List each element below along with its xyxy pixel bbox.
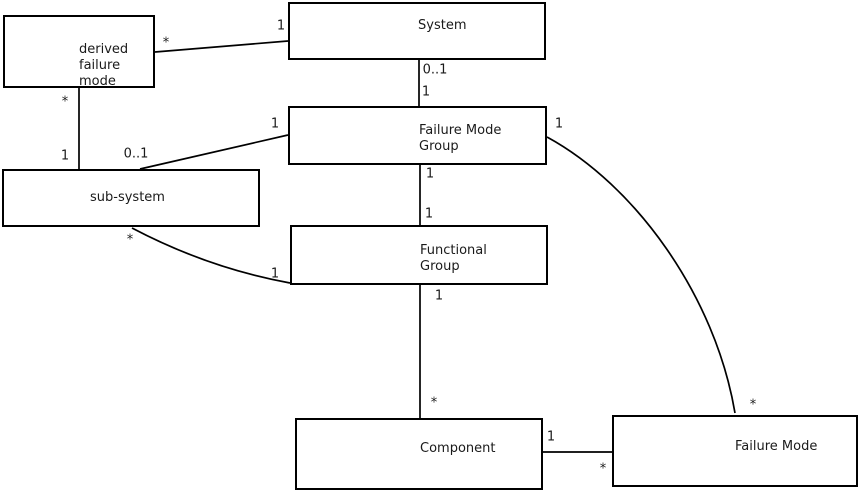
entity-sub-system: sub-system bbox=[2, 169, 260, 227]
entity-label-functional-group: Functional Group bbox=[420, 243, 487, 274]
multiplicity-fmg-fm-near-fmg: 1 bbox=[554, 116, 564, 132]
multiplicity-subsystem-fg-near-fg: 1 bbox=[270, 266, 280, 282]
multiplicity-component-fm-near-component: 1 bbox=[546, 429, 556, 445]
multiplicity-dfm-system-near-dfm: * bbox=[162, 35, 170, 51]
entity-label-system: System bbox=[418, 18, 467, 33]
entity-label-derived-failure-mode: derived failure mode bbox=[79, 42, 129, 89]
entity-label-component: Component bbox=[420, 441, 496, 456]
entity-label-failure-mode: Failure Mode bbox=[735, 439, 818, 454]
entity-system: System bbox=[288, 2, 546, 60]
multiplicity-system-fmg-near-system: 0..1 bbox=[422, 62, 448, 78]
entity-label-sub-system: sub-system bbox=[90, 190, 165, 205]
multiplicity-dfm-subsystem-near-subsystem: 1 bbox=[60, 148, 70, 164]
multiplicity-fmg-fm-near-fm: * bbox=[749, 397, 757, 413]
association-failure-mode-group-failure-mode bbox=[546, 136, 736, 414]
entity-functional-group: Functional Group bbox=[290, 225, 548, 285]
multiplicity-dfm-subsystem-near-dfm: * bbox=[61, 94, 69, 110]
association-sub-system-failure-mode-group bbox=[139, 134, 289, 170]
entity-failure-mode: Failure Mode bbox=[612, 415, 858, 487]
association-sub-system-functional-group bbox=[131, 227, 291, 284]
multiplicity-system-fmg-near-fmg: 1 bbox=[421, 84, 431, 100]
multiplicity-subsystem-fmg-near-fmg: 1 bbox=[270, 116, 280, 132]
entity-failure-mode-group: Failure Mode Group bbox=[288, 106, 547, 165]
multiplicity-fmg-fg-near-fmg: 1 bbox=[425, 166, 435, 182]
entity-component: Component bbox=[295, 418, 543, 490]
multiplicity-fg-component-near-component: * bbox=[430, 395, 438, 411]
multiplicity-fmg-fg-near-fg: 1 bbox=[424, 206, 434, 222]
association-derived-failure-mode-system bbox=[154, 40, 289, 53]
entity-derived-failure-mode: derived failure mode bbox=[3, 15, 155, 89]
multiplicity-dfm-system-near-system: 1 bbox=[276, 18, 286, 34]
entity-label-failure-mode-group: Failure Mode Group bbox=[419, 123, 502, 154]
multiplicity-component-fm-near-fm: * bbox=[599, 461, 607, 477]
multiplicity-subsystem-fmg-near-subsystem: 0..1 bbox=[123, 146, 149, 162]
multiplicity-fg-component-near-fg: 1 bbox=[434, 288, 444, 304]
multiplicity-subsystem-fg-near-subsystem: * bbox=[126, 232, 134, 248]
